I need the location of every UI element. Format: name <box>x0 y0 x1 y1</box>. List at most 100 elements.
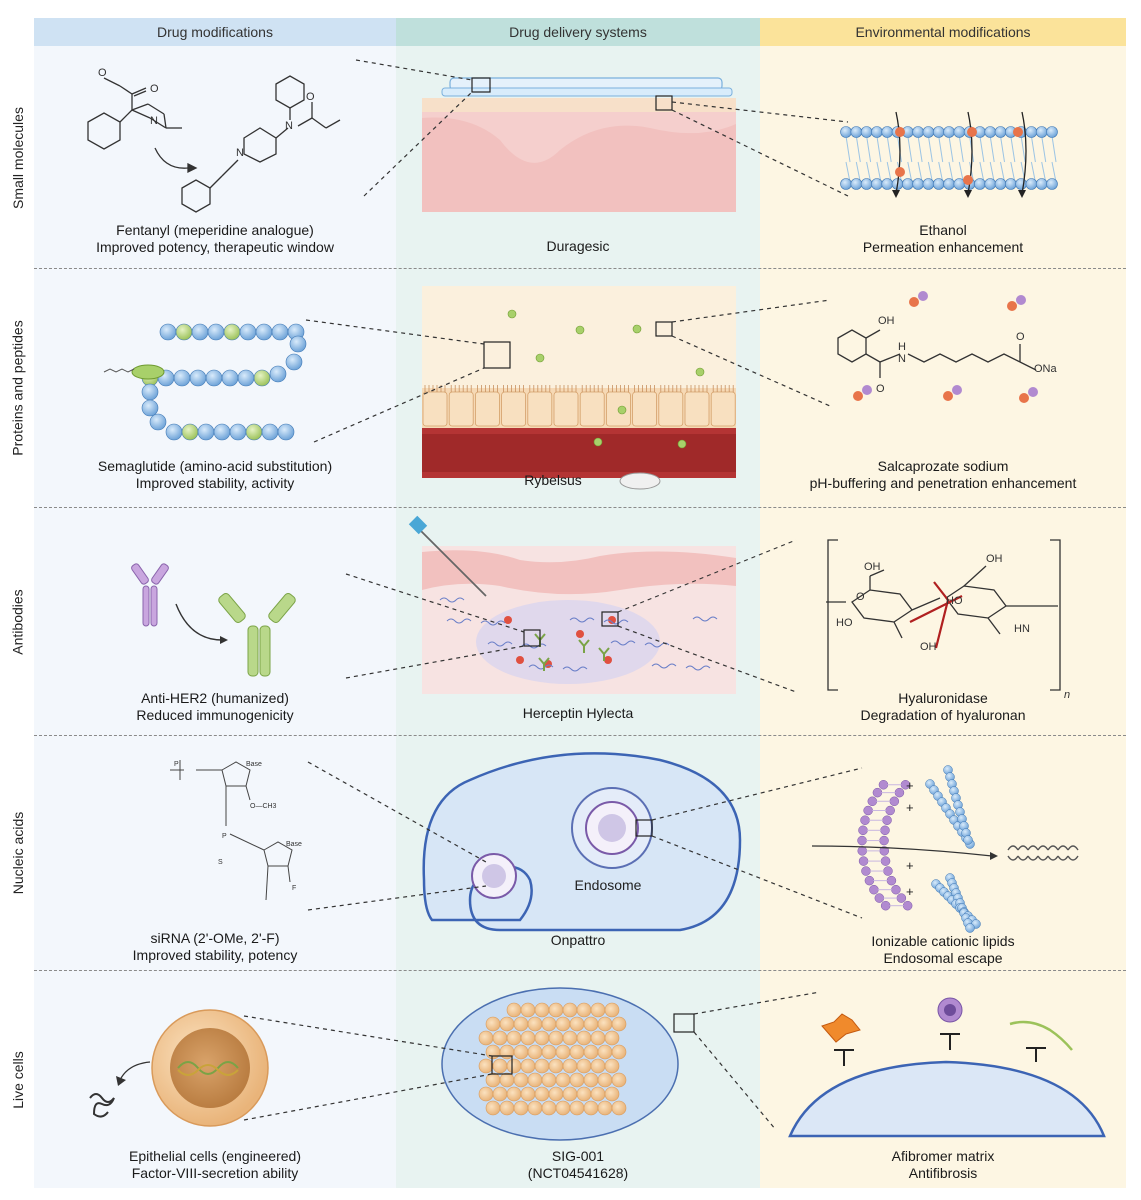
chem-atom-label: ONa <box>1034 363 1058 375</box>
cell-bead <box>597 1100 613 1116</box>
caption-line: Salcaprozate sodium <box>877 458 1009 474</box>
ethanol-molecule <box>895 127 905 137</box>
lipid-head <box>860 126 873 138</box>
caption-line: (NCT04541628) <box>527 1165 629 1181</box>
caption-line: siRNA (2'-OMe, 2'-F) <box>150 930 280 946</box>
herceptin-subq-illustration <box>408 515 736 694</box>
rybelsus-gut-illustration <box>422 286 736 490</box>
antibody-humanization <box>131 563 296 677</box>
nucleic-acid-helix <box>1047 845 1059 851</box>
cell-bead <box>604 1058 620 1074</box>
caption-line: Hyaluronidase <box>898 690 988 706</box>
caption-line: Afibromer matrix <box>891 1148 995 1164</box>
caption-line: Degradation of hyaluronan <box>860 707 1026 723</box>
chem-atom-label: O <box>876 383 885 395</box>
caption-line: Improved potency, therapeutic window <box>96 239 334 255</box>
caption-line: Anti-HER2 (humanized) <box>141 690 289 706</box>
cell-bead <box>569 1072 585 1088</box>
zoom-box <box>655 321 673 337</box>
cell-bead <box>576 1002 592 1018</box>
chem-atom-label: F <box>292 885 296 892</box>
lipid-head <box>1025 178 1038 190</box>
cell-bead <box>576 1086 592 1102</box>
column-header-environmental: Environmental modifications <box>760 18 1126 46</box>
cell-bead <box>520 1030 536 1046</box>
chem-atom-label: N <box>898 353 906 365</box>
caption-line: Improved stability, activity <box>135 475 295 491</box>
amino-acid-bead <box>141 383 159 401</box>
cell-bead <box>527 1100 543 1116</box>
cation <box>1028 387 1038 397</box>
amino-acid-bead <box>207 323 225 341</box>
caption-line: Fentanyl (meperidine analogue) <box>116 222 314 238</box>
caption-epithelial-cells: Epithelial cells (engineered) Factor-VII… <box>34 1148 396 1182</box>
cell-bead <box>478 1086 494 1102</box>
amino-acid-bead <box>239 323 257 341</box>
cell-bead <box>562 1086 578 1102</box>
row-divider <box>34 507 1126 508</box>
chem-atom-label: Base <box>286 841 302 848</box>
sirna-labels: P Base O—CH3 P S Base F <box>174 761 302 892</box>
lipid-head <box>912 178 924 190</box>
chem-atom-label: OH <box>878 315 895 327</box>
column-header-drug-delivery: Drug delivery systems <box>396 18 760 46</box>
cleavage-mark <box>909 595 963 623</box>
caption-duragesic: Duragesic <box>396 238 760 255</box>
anion <box>943 391 953 401</box>
lipid-head <box>974 178 986 190</box>
fentanyl-structure <box>87 75 341 213</box>
lipid-head <box>984 178 997 190</box>
cell-bead <box>520 1002 536 1018</box>
cell-bead <box>583 1100 599 1116</box>
leader-lines <box>243 59 863 1131</box>
tablet-icon <box>619 472 661 490</box>
cell-bead <box>485 1044 501 1060</box>
caption-line: Permeation enhancement <box>862 239 1024 255</box>
cell-bead <box>534 1058 550 1074</box>
cell-bead <box>534 1002 550 1018</box>
chem-atom-label: OH <box>920 641 937 653</box>
nucleic-acid-helix <box>1027 845 1039 851</box>
cell-bead <box>590 1058 606 1074</box>
cell-bead <box>492 1086 508 1102</box>
charge-label: + <box>906 800 914 815</box>
cell-bead <box>485 1016 501 1032</box>
nucleic-acid-helix <box>1057 845 1069 851</box>
lipid-head <box>1015 178 1027 190</box>
lipid-head <box>953 126 966 138</box>
cell-bead <box>562 1030 578 1046</box>
nucleic-acid-helix <box>1037 845 1049 851</box>
amino-acid-bead <box>191 323 209 341</box>
caption-fentanyl: Fentanyl (meperidine analogue) Improved … <box>34 222 396 256</box>
cell-bead <box>527 1072 543 1088</box>
caption-hyaluronidase: Hyaluronidase Degradation of hyaluronan <box>760 690 1126 724</box>
lipid-head <box>1046 178 1058 190</box>
chem-atom-label: N <box>285 120 293 132</box>
charge-label: + <box>906 884 914 899</box>
semaglutide-bead-chain <box>103 323 307 441</box>
cell-bead <box>597 1072 613 1088</box>
hyaluronan-structure <box>826 539 1061 691</box>
col3-background <box>760 18 1126 1188</box>
caption-semaglutide: Semaglutide (amino-acid substitution) Im… <box>34 458 396 492</box>
column-header-label: Drug delivery systems <box>509 24 647 40</box>
lipid-head <box>871 178 883 190</box>
charge-label: + <box>906 858 914 873</box>
engineered-epithelial-cell <box>89 1009 269 1127</box>
amino-acid-bead <box>229 423 247 441</box>
lipid-head <box>860 178 873 190</box>
amino-acid-bead <box>289 335 307 353</box>
zoom-box <box>673 1013 695 1033</box>
cation <box>862 385 872 395</box>
cell-bead <box>513 1044 529 1060</box>
nucleic-acid-helix <box>1067 845 1079 851</box>
amino-acid-bead <box>141 399 159 417</box>
cell-bead <box>555 1100 571 1116</box>
cell-bead <box>548 1002 564 1018</box>
row-divider <box>34 970 1126 971</box>
amino-acid-bead <box>189 369 207 387</box>
anion <box>909 297 919 307</box>
cell-bead <box>520 1058 536 1074</box>
duragesic-skin-illustration <box>422 77 736 212</box>
